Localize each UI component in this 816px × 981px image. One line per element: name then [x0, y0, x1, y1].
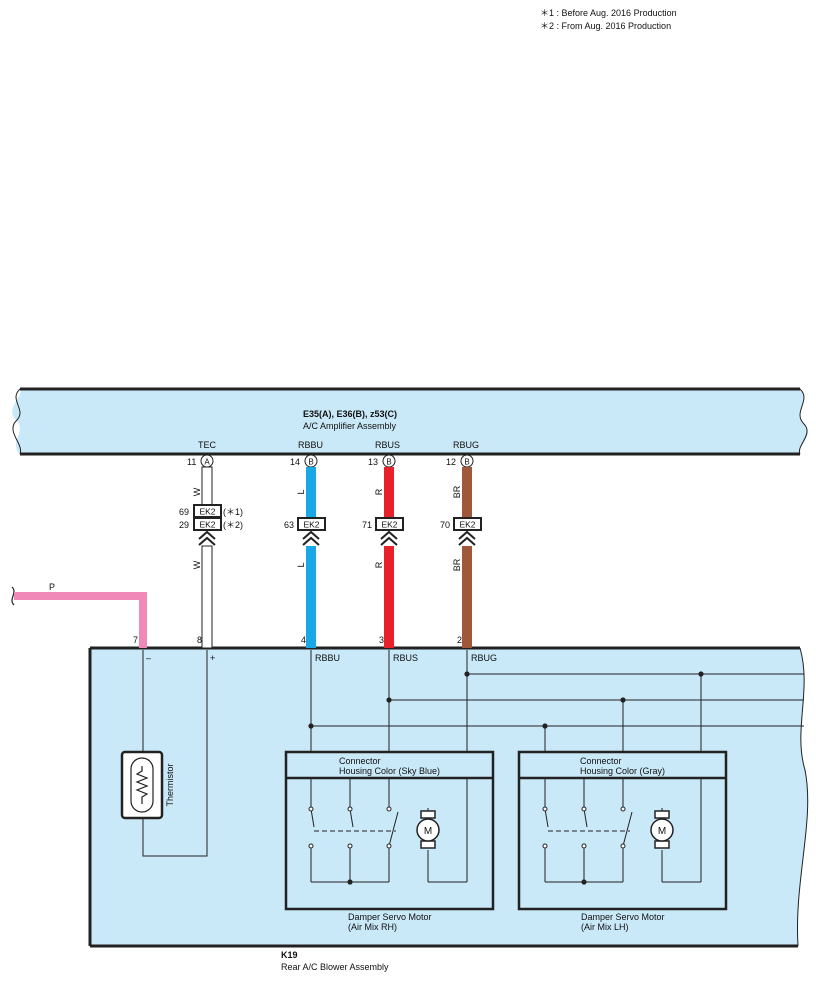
rbug-color-lower: BR [452, 558, 462, 571]
rbbu-connector-chevron [302, 530, 320, 546]
tec-blower-pin: 8 [197, 635, 202, 645]
junction-dots [308, 671, 704, 729]
blower-assembly [88, 646, 809, 948]
wire-tec: TEC 11 A W 69 EK2 (＊1) 29 EK2 (＊2) W 8 + [179, 440, 243, 663]
servo-motor-lh: Connector Housing Color (Gray) [517, 750, 728, 932]
servo-rh-connector-line2: Housing Color (Sky Blue) [339, 766, 440, 776]
rbus-blower-pin: 3 [379, 635, 384, 645]
rbug-amp-conn: B [464, 458, 469, 467]
thermistor-label: Thermistor [165, 763, 175, 806]
rbus-signal-label: RBUS [375, 440, 400, 450]
rbbu-ek-pin: 63 [284, 520, 294, 530]
rbug-signal-label: RBUG [453, 440, 479, 450]
motor-icon: M [416, 810, 440, 849]
rbus-color-upper: R [374, 488, 384, 495]
rbbu-amp-pin: 14 [290, 457, 300, 467]
rbbu-blower-label: RBBU [315, 653, 340, 663]
tec-ek-label-2: EK2 [199, 520, 215, 530]
rbus-amp-pin: 13 [368, 457, 378, 467]
rbbu-color-lower: L [296, 562, 306, 567]
rbbu-color-upper: L [296, 489, 306, 494]
servo-rh-name-line2: (Air Mix RH) [348, 922, 397, 932]
servo-rh-name-line1: Damper Servo Motor [348, 912, 432, 922]
tec-ek-pin-1: 69 [179, 507, 189, 517]
wire-rbus: RBUS 13 B R 71 EK2 R 3 RBUS [362, 440, 418, 663]
amplifier-code: E35(A), E36(B), z53(C) [303, 409, 397, 419]
servo-rh-motor-symbol: M [424, 826, 432, 837]
rbus-blower-label: RBUS [393, 653, 418, 663]
motor-icon: M [650, 810, 674, 849]
rbus-ek-pin: 71 [362, 520, 372, 530]
blower-name: Rear A/C Blower Assembly [281, 962, 389, 972]
p-color-label: P [49, 582, 55, 592]
rbug-blower-pin: 2 [457, 635, 462, 645]
servo-motor-rh: Connector Housing Color (Sky Blue) [284, 750, 495, 932]
blower-code: K19 [281, 950, 298, 960]
note-from-aug-2016: ＊2 : From Aug. 2016 Production [540, 21, 671, 31]
tec-connector-chevron [198, 530, 216, 546]
tec-ek2-connector-2 [193, 517, 222, 531]
rbus-amp-conn: B [386, 458, 391, 467]
tec-ek-pin-2: 29 [179, 520, 189, 530]
wire-rbug: RBUG 12 B BR 70 EK2 BR 2 RBUG [440, 440, 497, 663]
servo-lh-motor-symbol: M [658, 826, 666, 837]
wire-p: P 7 – [11, 582, 151, 663]
rbug-blower-label: RBUG [471, 653, 497, 663]
tec-polarity: + [210, 653, 215, 663]
tec-ek-label-1: EK2 [199, 507, 215, 517]
rbus-color-lower: R [374, 561, 384, 568]
resistor-icon [135, 766, 149, 804]
tec-amp-conn: A [204, 458, 210, 467]
rbug-ek2-connector [453, 517, 482, 531]
tec-signal-label: TEC [198, 440, 217, 450]
servo-lh-name-line1: Damper Servo Motor [581, 912, 665, 922]
tec-ek-note-2: (＊2) [223, 520, 243, 530]
rbug-color-upper: BR [452, 485, 462, 498]
servo-lh-name-line2: (Air Mix LH) [581, 922, 629, 932]
tec-ek-note-1: (＊1) [223, 507, 243, 517]
internal-wiring [142, 650, 804, 857]
rbbu-ek2-connector [297, 517, 326, 531]
tec-amp-pin: 11 [187, 457, 196, 467]
tec-color-lower: W [192, 560, 202, 569]
rbus-ek-label: EK2 [381, 520, 397, 530]
servo-rh-connector-line1: Connector [339, 756, 381, 766]
rbbu-blower-pin: 4 [301, 635, 306, 645]
rbbu-signal-label: RBBU [298, 440, 323, 450]
servo-lh-connector-line1: Connector [580, 756, 622, 766]
rbug-connector-chevron [458, 530, 476, 546]
servo-lh-connector-line2: Housing Color (Gray) [580, 766, 665, 776]
p-polarity: – [146, 653, 151, 663]
rbbu-amp-conn: B [308, 458, 313, 467]
tec-color-upper: W [192, 487, 202, 496]
wire-rbbu: RBBU 14 B L 63 EK2 L 4 RBBU [284, 440, 340, 663]
thermistor: Thermistor [120, 750, 175, 820]
rbug-ek-pin: 70 [440, 520, 450, 530]
note-before-aug-2016: ＊1 : Before Aug. 2016 Production [540, 8, 677, 18]
rbbu-ek-label: EK2 [303, 520, 319, 530]
p-blower-pin: 7 [133, 635, 138, 645]
rbug-amp-pin: 12 [446, 457, 456, 467]
amplifier-assembly: E35(A), E36(B), z53(C) A/C Amplifier Ass… [12, 387, 808, 456]
amplifier-name: A/C Amplifier Assembly [303, 421, 397, 431]
rbus-ek2-connector [375, 517, 404, 531]
rbus-connector-chevron [380, 530, 398, 546]
rbug-ek-label: EK2 [459, 520, 475, 530]
